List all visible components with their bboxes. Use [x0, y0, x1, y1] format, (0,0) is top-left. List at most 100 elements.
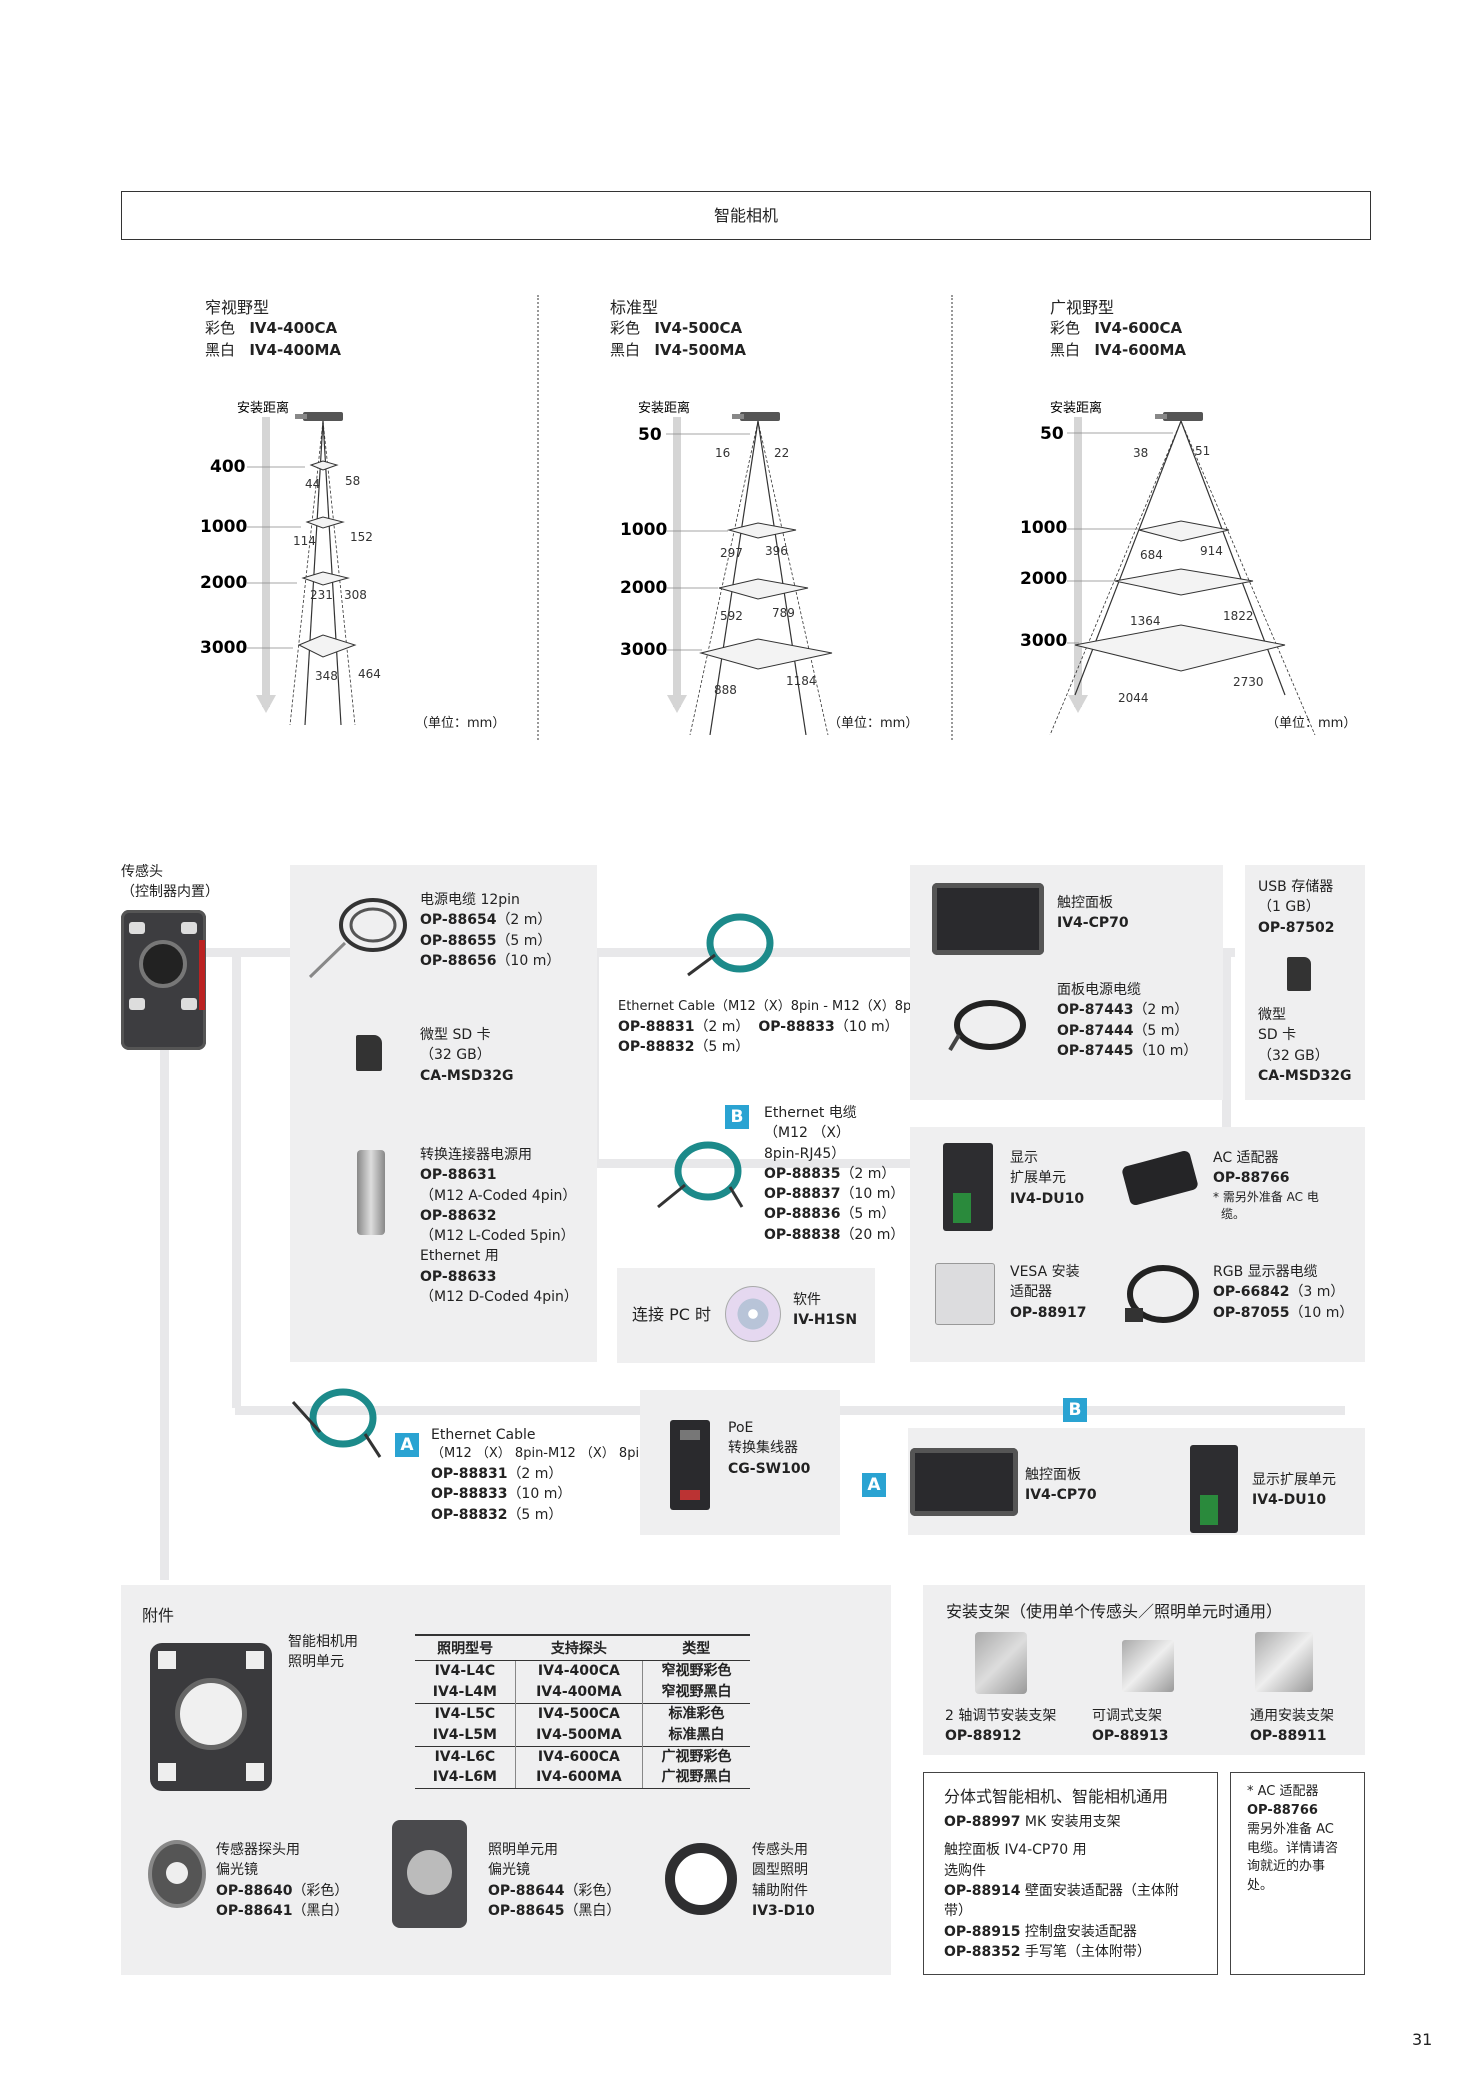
- fov-wide-dim-7: 2730: [1233, 675, 1264, 689]
- eth-cable-a-image: [291, 1388, 382, 1458]
- fov-wide-dim-0: 38: [1133, 446, 1148, 460]
- ring-light: 传感头用 圆型照明 辅助附件 IV3-D10: [752, 1840, 815, 1921]
- sd-card-left-code: CA-MSD32G: [420, 1067, 514, 1084]
- fov-wide-distance-0: 50: [1040, 424, 1064, 444]
- fov-narrow-distance-2: 2000: [200, 573, 247, 593]
- color-label: 彩色: [205, 319, 236, 337]
- poe-code: CG-SW100: [728, 1460, 811, 1477]
- fov-wide-distance-3: 3000: [1020, 631, 1067, 651]
- fov-narrow-dim-7: 464: [358, 667, 381, 681]
- note-box-l3: 电缆。详情请咨: [1247, 1840, 1339, 1856]
- power-cable: 电源电缆 12pin OP-88654（2 m） OP-88655（5 m） O…: [420, 890, 560, 971]
- bracket-2: 通用安装支架 OP-88911: [1250, 1706, 1334, 1747]
- split-box-line-3: 选购件: [944, 1862, 986, 1879]
- bottom-badge-b: B: [1063, 1398, 1087, 1422]
- conv-connector-code-2: OP-88632: [420, 1207, 497, 1224]
- note-box: * AC 适配器 OP-88766 需另外准备 AC 电缆。详情请咨 询就近的办…: [1230, 1772, 1365, 1975]
- eth-cable-b-code-2: OP-88836: [764, 1206, 841, 1223]
- usb-spec: （1 GB）: [1258, 899, 1320, 916]
- ring-light-image: [665, 1843, 737, 1915]
- eth-cable-mid: Ethernet Cable（M12（X）8pin - M12（X）8pin） …: [618, 998, 936, 1057]
- bracket-2-name: 通用安装支架: [1250, 1708, 1334, 1724]
- table-header-2: 类型: [642, 1634, 750, 1661]
- pc-connect-label: 连接 PC 时: [632, 1305, 711, 1324]
- conv-connector-code-1: OP-88631: [420, 1167, 497, 1184]
- eth-cable-mid-spec-2: （10 m）: [834, 1018, 899, 1035]
- poe-l1: PoE: [728, 1420, 754, 1436]
- fov-narrow-dim-3: 152: [350, 530, 373, 544]
- polar-light-code-2: OP-88645: [488, 1902, 565, 1919]
- sensor-head-image: [121, 910, 206, 1050]
- eth-cable-b-code-0: OP-88835: [764, 1165, 841, 1182]
- touch-panel-code: IV4-CP70: [1057, 915, 1129, 932]
- eth-cable-b-name: Ethernet 电缆: [764, 1105, 857, 1121]
- fov-narrow-dim-6: 348: [315, 669, 338, 683]
- note-box-l4: 询就近的办事: [1247, 1859, 1326, 1875]
- display-unit-bottom-image: [1190, 1445, 1238, 1533]
- conv-connector-spec-2: （M12 L-Coded 5pin）: [420, 1228, 575, 1245]
- vesa-l2: 适配器: [1010, 1284, 1052, 1301]
- ac-adapter: AC 适配器 OP-88766 * 需另外准备 AC 电 缆。: [1213, 1148, 1319, 1223]
- touch-panel-image: [932, 883, 1044, 955]
- eth-cable-mid-spec-3: （5 m）: [694, 1039, 750, 1056]
- eth-cable-a-code-0: OP-88831: [431, 1466, 508, 1483]
- fov-wide-dim-3: 914: [1200, 544, 1223, 558]
- polar-light-spec-2: （黑白）: [564, 1902, 621, 1919]
- sensor-label-line1: 传感头: [121, 864, 163, 880]
- conv-connector: 转换连接器电源用 OP-88631 （M12 A-Coded 4pin） OP-…: [420, 1145, 578, 1307]
- eth-cable-a-spec-2: （5 m）: [507, 1506, 563, 1523]
- eth-cable-mid-name: Ethernet Cable（M12（X）8pin - M12（X）8pin）: [618, 999, 937, 1014]
- fov-narrow-unit: （单位：mm）: [415, 716, 506, 731]
- pc-connect-software: 软件: [793, 1292, 821, 1308]
- eth-cable-b-spec-1: （10 m）: [840, 1186, 905, 1203]
- bracket-0-name: 2 轴调节安装支架: [945, 1708, 1057, 1724]
- sd-card-right-image: [1287, 957, 1311, 991]
- light-unit-image: [150, 1643, 272, 1791]
- panel-power-code-0: OP-87443: [1057, 1002, 1134, 1019]
- fov-wide-dim-1: 51: [1195, 444, 1210, 458]
- power-cable-code-1: OP-88655: [420, 932, 497, 949]
- bracket-0-image: [975, 1632, 1027, 1694]
- mono-label: 黑白: [205, 340, 236, 359]
- sd-card-right-code: CA-MSD32G: [1258, 1067, 1352, 1084]
- panel-power-spec-1: （5 m）: [1133, 1022, 1189, 1039]
- fov-standard-distance-0: 50: [638, 425, 662, 445]
- power-cable-spec-1: （5 m）: [496, 932, 552, 949]
- eth-cable-b-badge: B: [725, 1105, 749, 1129]
- panel-usb: USB 存储器 （1 GB） OP-87502 微型 SD 卡 （32 GB） …: [1245, 865, 1365, 1100]
- mono-label: 黑白: [610, 340, 641, 359]
- eth-cable-a-code-2: OP-88832: [431, 1506, 508, 1523]
- poe-hub-image: [670, 1420, 710, 1510]
- light-unit-l2: 照明单元: [288, 1654, 344, 1671]
- bracket-2-image: [1255, 1632, 1313, 1692]
- fov-standard: 标准型 彩色 IV4-500CA 黑白 IV4-500MA: [610, 294, 746, 362]
- display-unit-l2: 扩展单元: [1010, 1170, 1066, 1187]
- fov-section: 窄视野型 彩色 IV4-400CA 黑白 IV4-400MA 安装距离 400 …: [0, 280, 1477, 750]
- split-box-item-code-1: OP-88915: [944, 1923, 1021, 1940]
- conv-connector-name: 转换连接器电源用: [420, 1147, 532, 1163]
- fov-wide-dim-6: 2044: [1118, 691, 1149, 705]
- usb-code: OP-87502: [1258, 919, 1335, 936]
- bracket-1-code: OP-88913: [1092, 1728, 1169, 1745]
- power-cable-spec-2: （10 m）: [496, 952, 561, 969]
- bracket-0-code: OP-88912: [945, 1728, 1022, 1745]
- panel-power-code-1: OP-87444: [1057, 1022, 1134, 1039]
- fov-standard-dim-3: 396: [765, 544, 788, 558]
- power-cable-spec-0: （2 m）: [496, 912, 552, 929]
- table-header-1: 支持探头: [515, 1634, 643, 1661]
- eth-cable-a-spec-0: （2 m）: [507, 1466, 563, 1483]
- conv-connector-code-3: OP-88633: [420, 1268, 497, 1285]
- touch-panel-bottom-code: IV4-CP70: [1025, 1487, 1097, 1504]
- panel-power-spec-2: （10 m）: [1133, 1042, 1198, 1059]
- split-box-item-text-2: 手写笔（主体附带）: [1024, 1943, 1151, 1960]
- polar-light: 照明单元用 偏光镜 OP-88644（彩色） OP-88645（黑白）: [488, 1840, 620, 1921]
- fov-standard-color-model: IV4-500CA: [654, 319, 743, 337]
- eth-cable-b: Ethernet 电缆 （M12 （X） 8pin-RJ45） OP-88835…: [764, 1103, 904, 1245]
- polar-sensor-spec-2: （黑白）: [292, 1902, 349, 1919]
- eth-cable-b-spec-3: （20 m）: [840, 1226, 905, 1243]
- fov-wide-dim-2: 684: [1140, 548, 1163, 562]
- ring-light-l3: 辅助附件: [752, 1882, 808, 1899]
